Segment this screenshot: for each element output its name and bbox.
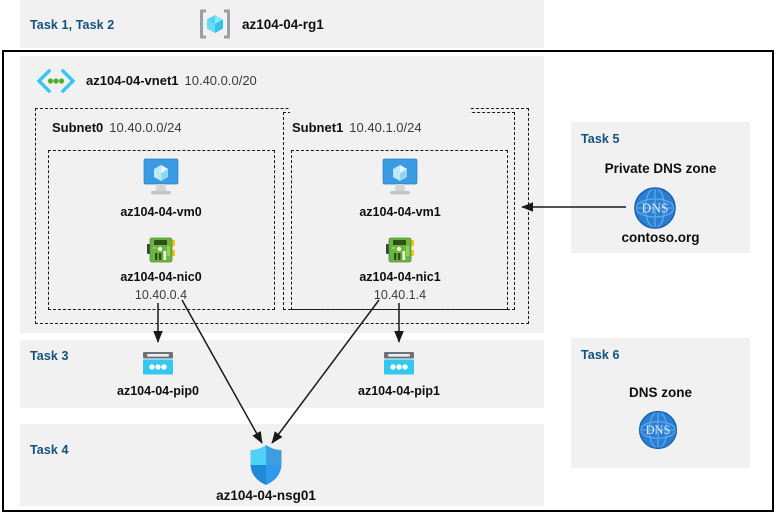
public-dns-heading: DNS zone xyxy=(628,385,692,400)
private-dns-heading: Private DNS zone xyxy=(604,161,717,176)
resource-group-header-panel xyxy=(20,0,544,48)
resource-group-icon xyxy=(198,7,232,41)
nic0-name: az104-04-nic0 xyxy=(120,270,202,284)
public-ip-address-icon xyxy=(381,350,417,378)
task-label-5: Task 5 xyxy=(581,132,620,146)
vm0-name: az104-04-vm0 xyxy=(120,205,202,219)
dns-icon-text: DNS xyxy=(646,423,671,437)
vnet-address-space: 10.40.0.0/20 xyxy=(184,73,257,88)
task-label-3: Task 3 xyxy=(30,349,69,363)
subnet1-header-mask xyxy=(290,106,470,128)
public-ip-address-icon xyxy=(140,350,176,378)
private-dns-zone-name: contoso.org xyxy=(621,230,700,245)
subnet0-name: Subnet0 xyxy=(52,120,104,135)
subnet0-header: Subnet0 10.40.0.0/24 xyxy=(52,120,182,135)
vnet-header: az104-04-vnet1 10.40.0.0/20 xyxy=(86,73,257,88)
subnet1-prefix: 10.40.1.0/24 xyxy=(349,120,422,135)
vnet-panel xyxy=(20,56,544,333)
subnet1-name: Subnet1 xyxy=(292,120,344,135)
pip1-name: az104-04-pip1 xyxy=(358,384,440,398)
virtual-machine-icon xyxy=(376,158,424,200)
virtual-network-icon xyxy=(36,68,76,94)
network-interface-icon xyxy=(145,234,177,266)
nic1-name: az104-04-nic1 xyxy=(359,270,441,284)
vnet-name: az104-04-vnet1 xyxy=(86,73,179,88)
private-dns-panel xyxy=(571,122,750,253)
dns-icon-text: DNS xyxy=(641,201,668,216)
task-label-1-2: Task 1, Task 2 xyxy=(30,18,115,32)
subnet0-prefix: 10.40.0.0/24 xyxy=(109,120,182,135)
dns-zone-icon: DNS xyxy=(636,408,680,452)
network-interface-icon xyxy=(384,234,416,266)
task-label-6: Task 6 xyxy=(581,348,620,362)
nic1-ip: 10.40.1.4 xyxy=(373,288,427,302)
virtual-machine-icon xyxy=(137,158,185,200)
vm1-name: az104-04-vm1 xyxy=(359,205,441,219)
resource-group-name: az104-04-rg1 xyxy=(242,17,324,32)
subnet1-header: Subnet1 10.40.1.0/24 xyxy=(292,120,422,135)
dns-zone-icon: DNS xyxy=(631,184,679,232)
network-security-group-icon xyxy=(248,444,284,486)
subnet0-boundary xyxy=(48,150,275,310)
nic0-ip: 10.40.0.4 xyxy=(134,288,188,302)
task-label-4: Task 4 xyxy=(30,443,69,457)
pip0-name: az104-04-pip0 xyxy=(117,384,199,398)
nsg-name: az104-04-nsg01 xyxy=(216,488,316,503)
